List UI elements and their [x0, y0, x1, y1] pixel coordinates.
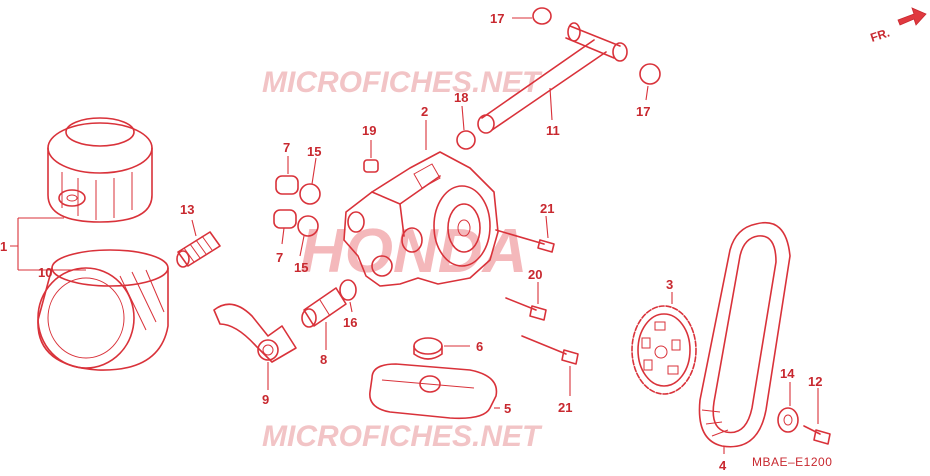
sprocket-part [631, 305, 697, 395]
callout-8: 8 [320, 352, 327, 367]
stud-part [176, 231, 221, 268]
leader-17 [512, 17, 649, 101]
oil-strainer-part [213, 303, 297, 363]
bolt-20-part [505, 297, 547, 321]
washer-14-part [777, 407, 799, 433]
bolt-21-lower-part [521, 335, 579, 365]
o-ring-18-part [456, 130, 476, 150]
callout-11: 11 [546, 123, 560, 138]
oil-filter-cartridge-part [37, 249, 169, 371]
leader-7-15 [281, 156, 317, 257]
o-rings-15-part [297, 183, 321, 237]
watermark-bottom: MICROFICHES.NET [262, 420, 543, 453]
leader-11 [549, 87, 553, 121]
callout-16: 16 [343, 315, 357, 330]
callout-15-lower: 15 [294, 260, 308, 275]
o-ring-16-part [339, 279, 357, 301]
callout-7-upper: 7 [283, 140, 290, 155]
callout-14: 14 [780, 366, 795, 381]
callout-15-upper: 15 [307, 144, 321, 159]
drawing-code: MBAE–E1200 [752, 455, 832, 469]
callout-1: 1 [0, 239, 7, 254]
callout-2: 2 [421, 104, 428, 119]
collar-part [301, 287, 347, 328]
callout-3: 3 [666, 277, 673, 292]
callout-13: 13 [180, 202, 194, 217]
callout-12: 12 [808, 374, 822, 389]
leader-13 [191, 219, 197, 237]
callout-17-lower: 17 [636, 104, 650, 119]
callout-9: 9 [262, 392, 269, 407]
leader-16 [349, 301, 353, 313]
callout-21-upper: 21 [540, 201, 554, 216]
callout-18: 18 [454, 90, 468, 105]
drive-chain-part [698, 221, 791, 448]
oil-pipe-part [477, 22, 628, 134]
arrow-icon [897, 7, 927, 26]
callout-17-upper: 17 [490, 11, 504, 26]
pin-19-part [363, 159, 379, 173]
oil-pump-part [343, 151, 499, 287]
callout-4: 4 [719, 458, 727, 473]
callout-19: 19 [362, 123, 376, 138]
callout-6: 6 [476, 339, 483, 354]
watermark-top: MICROFICHES.NET [262, 66, 543, 99]
callout-21-lower: 21 [558, 400, 572, 415]
callout-5: 5 [504, 401, 511, 416]
seal-6-part [413, 337, 443, 360]
o-ring-17-lower-part [639, 63, 661, 85]
front-direction-arrow: FR. [869, 7, 927, 45]
callout-20: 20 [528, 267, 542, 282]
leader-1 [10, 217, 86, 271]
front-direction-label: FR. [869, 26, 892, 45]
bolt-21-upper-part [495, 229, 555, 253]
leader-21-upper [545, 215, 549, 239]
leader-18 [461, 105, 465, 131]
oil-filter-cap-part [47, 117, 153, 223]
dowel-pins-part [273, 175, 299, 229]
cover-plate-part [369, 363, 498, 420]
callout-7-lower: 7 [276, 250, 283, 265]
bolt-12-part [803, 425, 831, 445]
callout-10: 10 [38, 265, 52, 280]
o-ring-17-upper-part [532, 7, 552, 25]
